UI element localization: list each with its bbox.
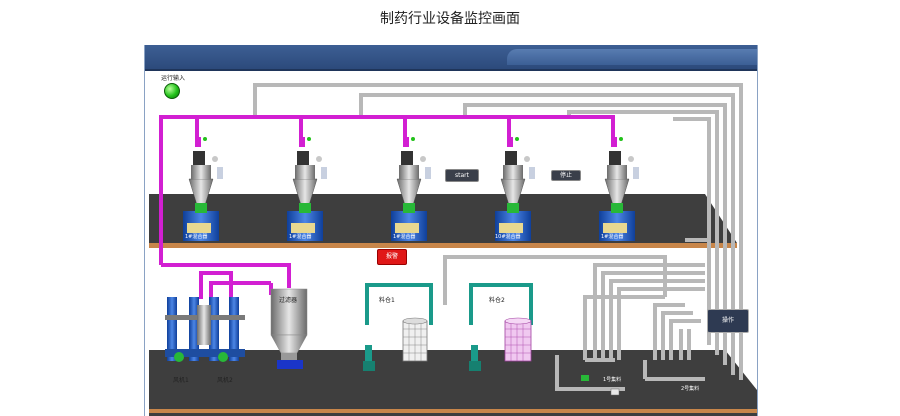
magenta-pipes [159,115,615,305]
manifold2-label: 2号集料 [681,386,700,392]
page-title: 制药行业设备监控画面 [380,11,520,27]
mixer-label: 1#混合器 [393,234,416,240]
filter-unit [270,288,308,369]
operate-button[interactable]: 操作 [707,309,749,333]
mixers [183,137,639,241]
mixer-label: 1#混合器 [601,234,624,240]
fan1-label: 风机1 [173,377,189,384]
tank2-unit [469,283,533,371]
scada-panel: 运行输入 1#混合器 1#混合器 1#混合器 10#混合器 1#混合器 star… [144,45,758,416]
manifold2-valve [610,388,620,396]
tank1-label: 料仓1 [379,297,395,304]
start-button[interactable]: start [445,169,479,182]
scada-header [145,45,757,71]
fan2-label: 风机2 [217,377,233,384]
tank2-label: 料仓2 [489,297,505,304]
alarm-button[interactable]: 报警 [377,249,407,265]
lower-floor [149,350,757,416]
upper-floor-edge [149,243,737,248]
stop-button[interactable]: 停止 [551,170,581,181]
gray-pipes [253,83,743,391]
status-label: 运行输入 [161,75,186,82]
tank1-unit [363,283,433,371]
process-diagram [149,83,757,416]
mixer-label: 1#混合器 [185,234,208,240]
header-tab [507,49,757,65]
manifold1-label: 1号集料 [603,377,622,383]
status-lamp [164,83,180,99]
filter-label: 过滤器 [279,297,298,304]
lower-floor-edge [149,409,757,413]
fan-units [165,297,245,362]
mixer-label: 10#混合器 [495,234,521,240]
manifold1-valve [581,375,589,381]
mixer-label: 1#混合器 [289,234,312,240]
upper-floor [149,194,737,243]
